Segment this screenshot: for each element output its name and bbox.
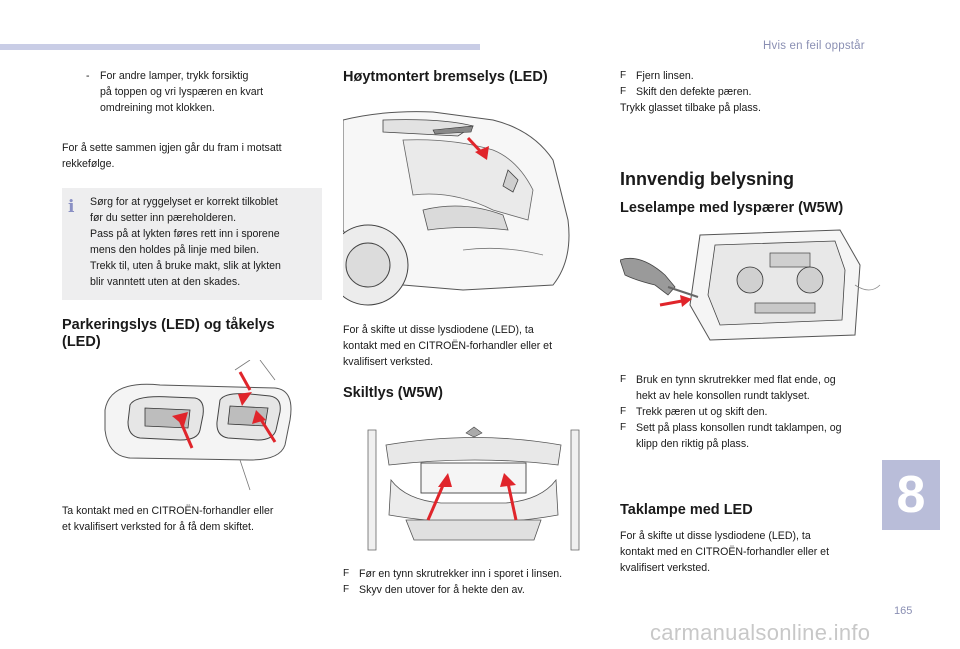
chapter-title: Hvis en feil oppstår [763,40,865,52]
rear-car-illustration [343,111,570,306]
list-item: F Sett på plass konsollen rundt taklampe… [620,422,842,450]
header-bar [0,44,480,50]
reassemble-paragraph: For å sette sammen igjen går du fram i m… [62,142,282,170]
reading-lamp-illustration [620,229,881,341]
reading-lamp-steps: F Bruk en tynn skrutrekker med flat ende… [620,372,842,452]
plate-steps: F Før en tynn skrutrekker inn i sporet i… [343,566,562,598]
plate-light-heading: Skiltlys (W5W) [343,385,443,401]
plate-light-illustration [367,426,580,551]
chapter-number-tab: 8 [882,460,940,530]
list-item: F Trekk pæren ut og skift den. [620,406,768,418]
plate-steps-continued: F Fjern linsen. F Skift den defekte pære… [620,70,761,114]
reading-lamp-heading: Leselampe med lyspærer (W5W) [620,200,844,216]
page-number: 165 [894,605,913,617]
list-item: F Fjern linsen. [620,70,694,82]
info-icon: i [68,197,75,217]
list-item: F Før en tynn skrutrekker inn i sporet i… [343,568,563,580]
parking-heading: Parkeringslys (LED) og tåkelys (LED) [62,317,275,350]
list-item: F Skift den defekte pæren. [620,86,752,98]
dash-item: - For andre lamper, trykk forsiktig på t… [86,70,264,114]
ceiling-lamp-heading: Taklampe med LED [620,502,753,518]
interior-lighting-heading: Innvendig belysning [620,169,795,189]
list-item: F Skyv den utover for å hekte den av. [343,584,525,596]
parking-text: Ta kontakt med en CITROËN-forhandler ell… [62,505,274,533]
list-item: F Bruk en tynn skrutrekker med flat ende… [620,374,836,402]
watermark: carmanualsonline.info [650,620,871,645]
brake-light-heading: Høytmontert bremselys (LED) [343,69,548,85]
info-text: Sørg for at ryggelyset er korrekt tilkob… [90,196,281,288]
brake-light-text: For å skifte ut disse lysdiodene (LED), … [343,324,553,368]
ceiling-lamp-text: For å skifte ut disse lysdiodene (LED), … [620,530,830,574]
fog-lamp-illustration [104,360,292,491]
info-box: i Sørg for at ryggelyset er korrekt tilk… [62,188,322,300]
